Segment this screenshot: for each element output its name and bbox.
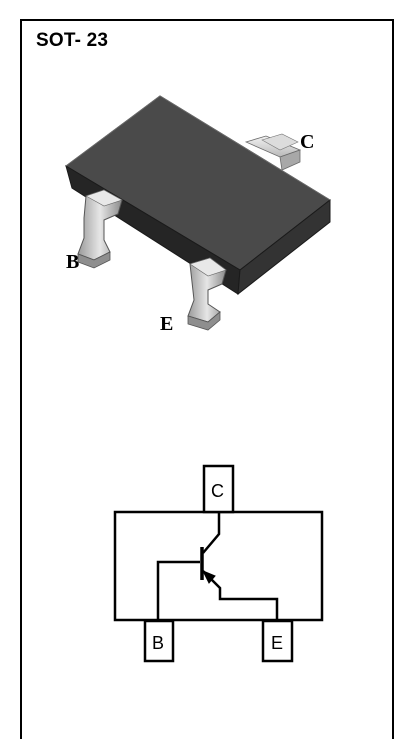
transistor-schematic xyxy=(113,464,324,663)
collector-wire xyxy=(202,512,221,554)
package-label-b: B xyxy=(66,251,79,273)
package-title: SOT- 23 xyxy=(36,30,109,51)
emitter-wire xyxy=(202,570,279,621)
base-wire xyxy=(156,560,200,621)
datasheet-frame xyxy=(20,19,394,739)
schematic-label-b: B xyxy=(152,633,164,653)
schematic-label-e: E xyxy=(271,633,283,653)
base-lead xyxy=(77,189,123,269)
package-label-c: C xyxy=(300,131,314,153)
collector-lead xyxy=(244,133,302,171)
emitter-lead xyxy=(187,257,227,331)
schematic-label-c: C xyxy=(211,481,224,501)
sot23-package-3d: C B E xyxy=(65,95,331,335)
package-body-side xyxy=(237,198,331,296)
package-label-e: E xyxy=(160,313,173,335)
emitter-arrow xyxy=(201,570,216,584)
